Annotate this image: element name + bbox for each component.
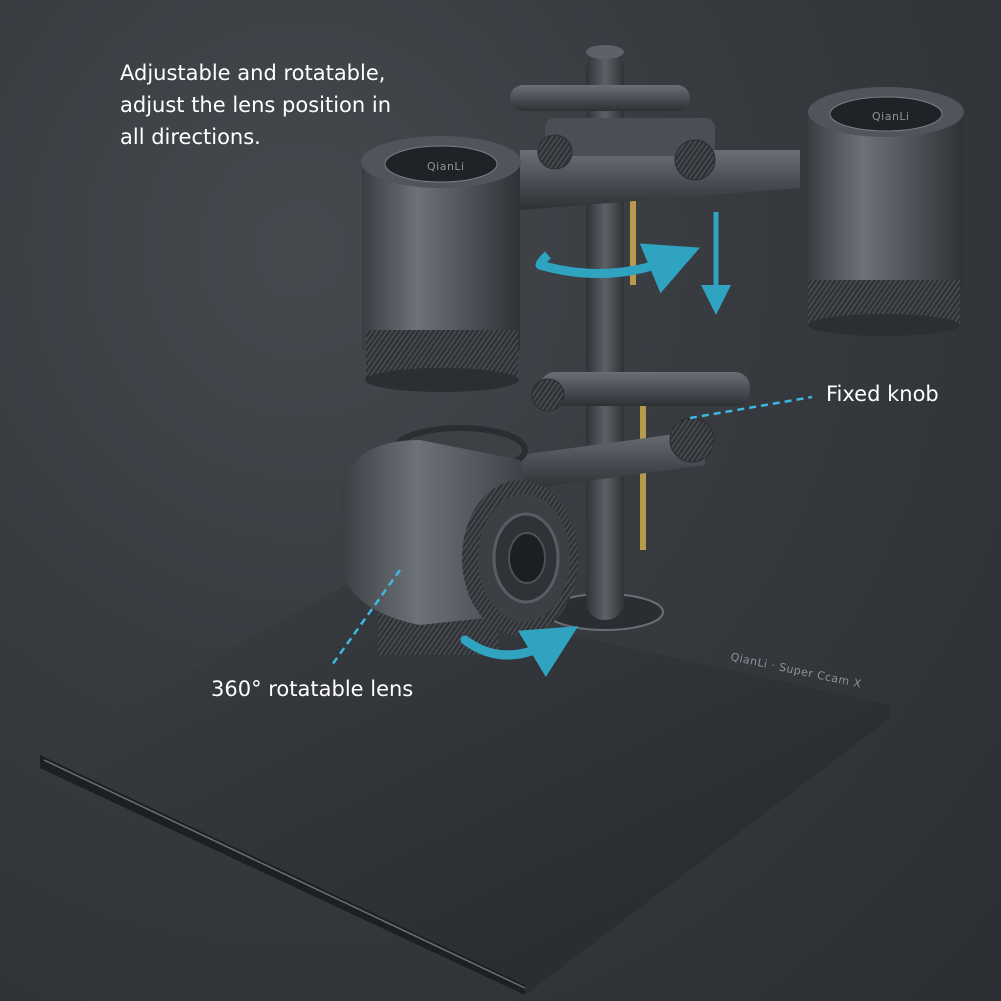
headline-text: Adjustable and rotatable, adjust the len… [120, 61, 392, 149]
upper-knob [537, 134, 573, 170]
fixed-knob-leader-line [689, 395, 813, 420]
rotatable-lens-camera [340, 425, 578, 655]
mid-knob [531, 378, 565, 412]
rotate-arrow-tail [535, 251, 551, 266]
lens-rotate-arrow-icon [460, 626, 579, 678]
upper-knob [674, 139, 716, 181]
base-plate [40, 585, 890, 995]
lens-cap-logo: QianLi [872, 110, 910, 123]
upper-clamp-block [545, 118, 715, 156]
upper-left-camera: QianLi [361, 136, 521, 392]
upper-arm-bar [520, 150, 800, 210]
rotate-arrow-icon [535, 243, 700, 294]
mid-cross-bar [540, 372, 750, 406]
brass-rod [630, 180, 636, 285]
upper-right-camera: QianLi [808, 87, 964, 336]
lower-arm-bar [520, 430, 705, 490]
fixed-knob [669, 417, 715, 463]
column-top-cap [586, 45, 624, 59]
fixed-knob-label: Fixed knob [826, 382, 939, 406]
lens-cap-logo: QianLi [427, 160, 465, 173]
lens-leader-line [330, 569, 402, 666]
rotatable-lens-label: 360° rotatable lens [211, 677, 414, 701]
top-cross-bar [510, 85, 690, 111]
